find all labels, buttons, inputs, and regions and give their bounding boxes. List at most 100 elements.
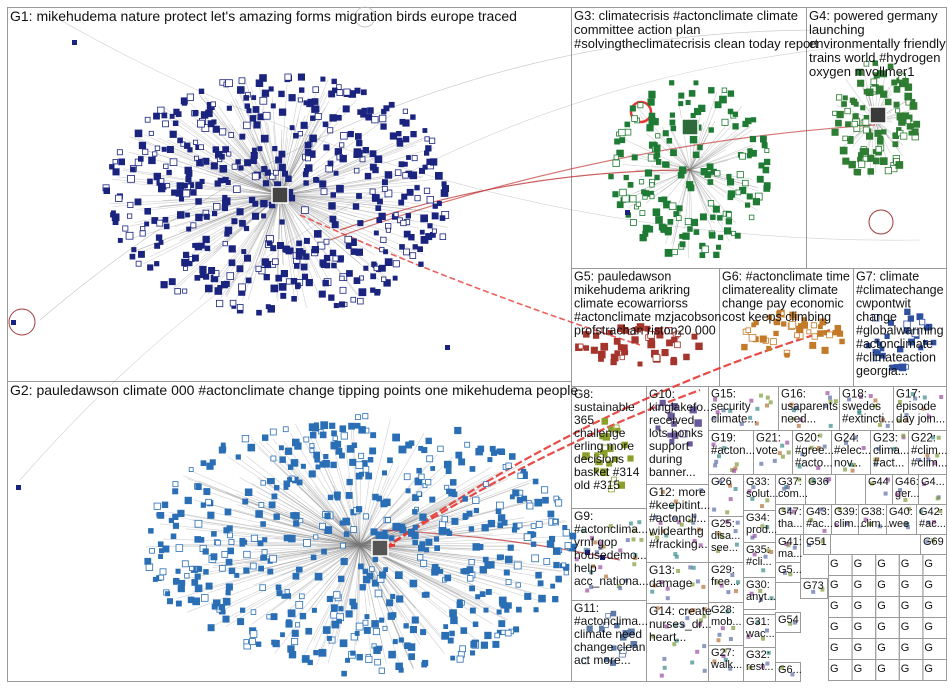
edge — [358, 526, 361, 546]
node — [247, 443, 256, 452]
node — [441, 631, 450, 640]
edge — [689, 129, 753, 171]
node — [533, 607, 539, 613]
edge — [258, 194, 281, 255]
node — [357, 297, 364, 305]
node — [275, 156, 283, 164]
node — [380, 276, 387, 282]
node — [301, 655, 310, 663]
node — [257, 540, 264, 547]
node — [930, 339, 937, 346]
group-label-line: support — [649, 439, 690, 453]
node — [168, 278, 176, 286]
node — [845, 121, 851, 128]
edge — [279, 194, 380, 200]
node — [375, 531, 384, 539]
node — [339, 286, 347, 294]
node — [131, 247, 137, 253]
node — [11, 320, 16, 325]
node — [904, 308, 911, 316]
node — [644, 169, 653, 177]
node — [836, 94, 843, 101]
edge — [281, 544, 361, 576]
node — [281, 170, 288, 177]
edge — [212, 544, 361, 627]
node — [472, 496, 480, 504]
node — [373, 646, 381, 654]
edge — [283, 441, 361, 546]
node — [578, 343, 584, 350]
node — [419, 229, 425, 235]
node — [342, 105, 350, 113]
node — [304, 148, 312, 156]
node — [822, 528, 827, 533]
node — [267, 568, 274, 575]
node — [236, 208, 244, 216]
node — [669, 504, 674, 509]
node — [904, 92, 913, 101]
node — [420, 214, 429, 223]
edge — [279, 194, 294, 255]
node — [689, 135, 698, 144]
node — [204, 284, 213, 293]
group-label-g33: G33:solut... — [746, 476, 778, 500]
node — [384, 258, 393, 267]
node — [454, 426, 462, 435]
group-label-line: clim... — [834, 518, 863, 530]
node — [393, 211, 399, 217]
group-label-line: G47: — [778, 506, 802, 518]
node — [872, 349, 879, 356]
node — [443, 624, 449, 629]
node — [298, 87, 305, 93]
node — [699, 488, 704, 493]
node — [639, 537, 644, 542]
node — [371, 579, 379, 587]
edge — [359, 509, 457, 546]
node — [182, 266, 188, 271]
group-label-g19: G19:#acton... — [711, 433, 755, 458]
node — [331, 221, 339, 229]
group-label-line: see... — [711, 542, 738, 554]
group-label-line: damage — [649, 576, 693, 590]
node — [172, 120, 179, 127]
node — [623, 174, 629, 181]
node — [716, 549, 721, 554]
node — [500, 629, 506, 635]
node — [765, 661, 770, 666]
node — [877, 341, 883, 347]
node — [228, 132, 235, 138]
node — [649, 194, 655, 200]
node — [278, 90, 285, 98]
node — [16, 485, 21, 490]
node — [293, 520, 300, 527]
node — [158, 574, 165, 581]
node — [275, 584, 282, 591]
node — [652, 208, 661, 217]
group-label-line: acc_nationa... — [574, 574, 649, 588]
node — [407, 531, 414, 537]
group-label-g31: G31:wac... — [745, 616, 775, 640]
node — [617, 324, 625, 332]
node — [263, 273, 270, 281]
node — [483, 481, 489, 487]
node — [225, 590, 231, 596]
node — [691, 565, 696, 570]
node — [877, 137, 884, 145]
node — [149, 548, 155, 554]
edge — [279, 83, 288, 196]
node — [809, 517, 814, 522]
node — [676, 205, 683, 212]
node — [687, 609, 692, 614]
edge — [250, 194, 281, 280]
node — [884, 166, 893, 175]
node — [699, 252, 706, 258]
node — [627, 455, 634, 462]
node — [691, 333, 698, 340]
edge — [193, 499, 361, 546]
node — [181, 560, 189, 568]
node — [569, 532, 577, 540]
node — [664, 405, 673, 413]
node — [196, 566, 203, 572]
node — [750, 535, 755, 540]
